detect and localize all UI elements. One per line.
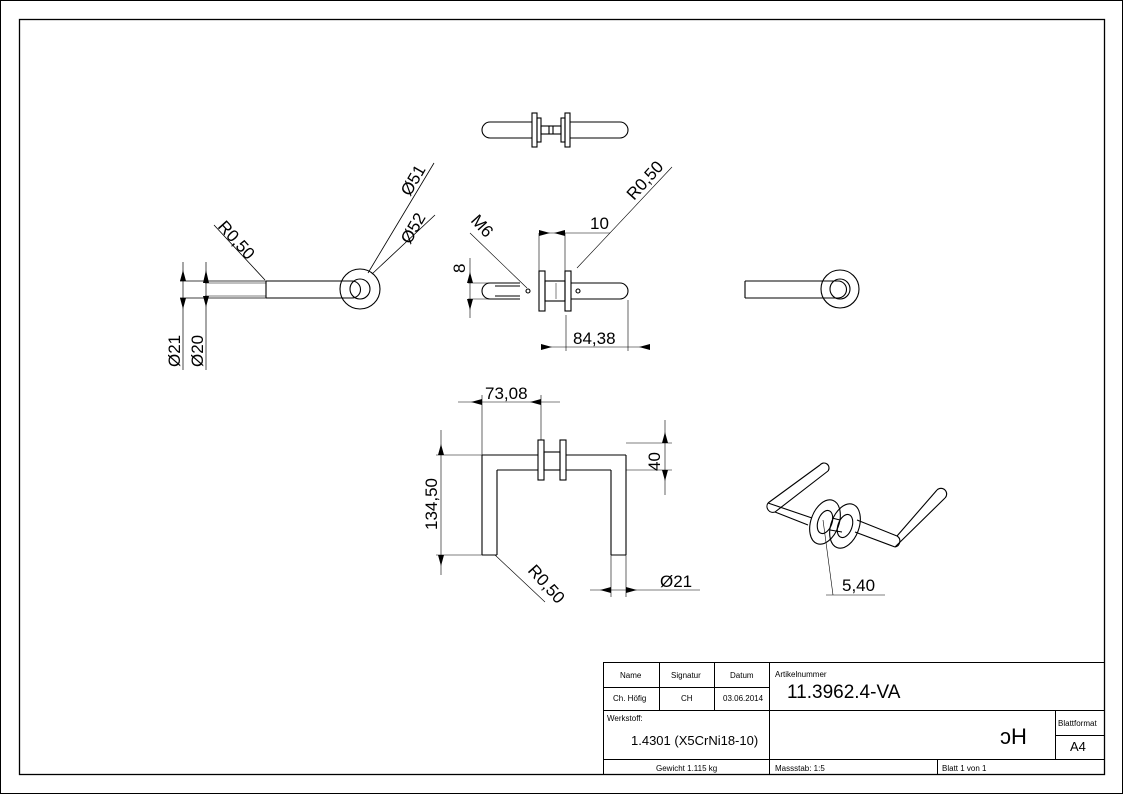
artikelnummer-label: Artikelnummer bbox=[775, 670, 827, 679]
blatt-text: Blatt 1 von 1 bbox=[942, 764, 987, 773]
signatur-value: CH bbox=[681, 694, 693, 703]
right-view bbox=[744, 269, 860, 309]
dim-40: 40 bbox=[645, 452, 664, 471]
bottom-view bbox=[436, 395, 700, 603]
dim-84-38: 84,38 bbox=[573, 329, 616, 348]
drawing-border bbox=[18, 18, 1106, 776]
dim-10: 10 bbox=[590, 214, 609, 233]
blattformat-label: Blattformat bbox=[1058, 719, 1097, 728]
dim-8: 8 bbox=[450, 264, 469, 273]
top-view bbox=[481, 112, 629, 148]
dim-5-40: 5,40 bbox=[842, 576, 875, 595]
dim-134-50: 134,50 bbox=[422, 478, 441, 530]
datum-label: Datum bbox=[730, 671, 754, 680]
dim-d51: Ø51 bbox=[397, 162, 430, 199]
title-block-grid bbox=[603, 662, 1105, 775]
dim-r050-bottom: R0,50 bbox=[524, 561, 568, 607]
dim-d52: Ø52 bbox=[397, 210, 430, 247]
dimension-labels: Ø51 Ø52 R0,50 Ø21 Ø20 M6 10 R0,50 8 84,3… bbox=[165, 157, 875, 607]
werkstoff-label: Werkstoff: bbox=[607, 714, 643, 723]
dim-r050-left: R0,50 bbox=[214, 217, 258, 263]
dim-r050-center: R0,50 bbox=[623, 157, 667, 203]
gewicht-text: Gewicht 1.115 kg bbox=[656, 764, 718, 773]
massstab-text: Massstab: 1:5 bbox=[775, 764, 825, 773]
artikelnummer-value: 11.3962.4-VA bbox=[787, 682, 901, 703]
name-label: Name bbox=[620, 671, 642, 680]
name-value: Ch. Höfig bbox=[613, 694, 647, 703]
dim-d21-bottom: Ø21 bbox=[660, 572, 692, 591]
datum-value: 03.06.2014 bbox=[723, 694, 764, 703]
dim-d21-left: Ø21 bbox=[165, 335, 184, 367]
company-logo: ɔH bbox=[1000, 724, 1027, 749]
dim-73-08: 73,08 bbox=[485, 384, 528, 403]
isometric-view bbox=[766, 462, 948, 596]
center-view bbox=[467, 166, 673, 351]
dim-d20-left: Ø20 bbox=[188, 335, 207, 367]
dim-m6: M6 bbox=[467, 211, 497, 241]
signatur-label: Signatur bbox=[671, 671, 701, 680]
blattformat-value: A4 bbox=[1070, 739, 1086, 754]
left-view bbox=[180, 162, 436, 370]
werkstoff-value: 1.4301 (X5CrNi18-10) bbox=[631, 733, 759, 748]
